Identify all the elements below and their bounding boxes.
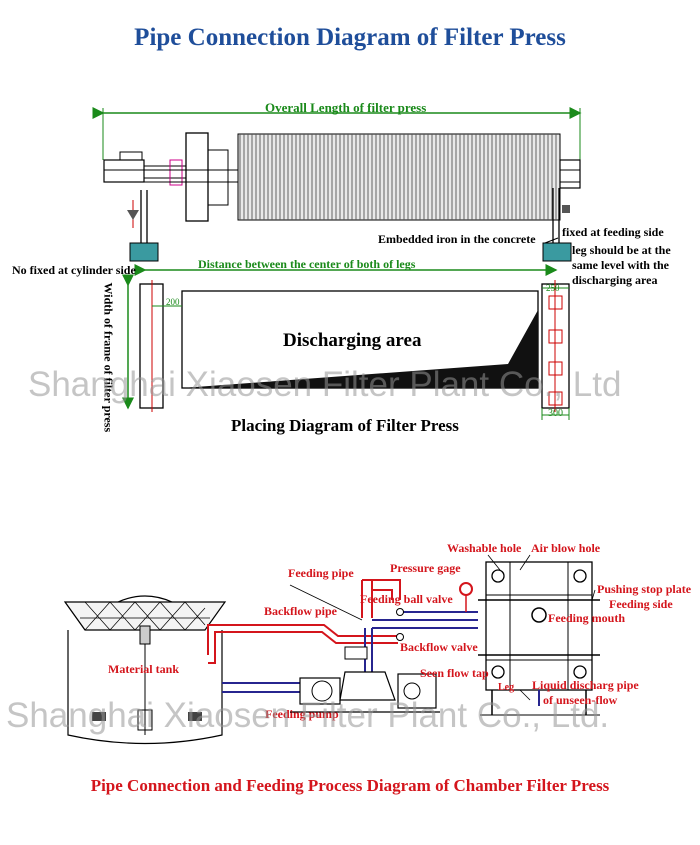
embedded-iron-label: Embedded iron in the concrete bbox=[378, 232, 536, 246]
placing-plan-view bbox=[122, 274, 570, 420]
liquid-discharge-label-1: Liquid discharg pipe bbox=[532, 678, 639, 692]
discharge-slope bbox=[182, 310, 538, 388]
filter-press-side-view bbox=[92, 107, 582, 276]
watermark-top: Shanghai Xiaosen Filter Plant Co., Ltd bbox=[28, 365, 622, 404]
leg-level-label-2: same level with the bbox=[572, 258, 669, 272]
dim-200-label: 200 bbox=[166, 297, 180, 307]
feeding-pump-drawing bbox=[290, 671, 440, 713]
leg-level-label-1: leg should be at the bbox=[572, 243, 671, 257]
feeding-leg-foot bbox=[542, 242, 572, 262]
seen-flow-tap-label: Seen flow tap bbox=[420, 666, 489, 680]
tail-plate bbox=[559, 159, 581, 189]
washable-hole-label: Washable hole bbox=[447, 541, 522, 555]
feeding-side-label: Feeding side bbox=[609, 597, 673, 611]
bottom-diagram-title: Pipe Connection and Feeding Process Diag… bbox=[90, 776, 610, 795]
liquid-discharge-label-2: of unseen-flow bbox=[543, 693, 618, 707]
filter-press-front-view bbox=[478, 561, 600, 716]
feeding-mouth-label: Feeding mouth bbox=[548, 611, 626, 625]
material-tank-label: Material tank bbox=[108, 662, 179, 676]
feeding-pipe-line bbox=[361, 580, 373, 618]
no-fixed-cylinder-label: No fixed at cylinder side bbox=[12, 263, 136, 277]
cylinder-leg-foot bbox=[129, 242, 159, 262]
hydraulic-cylinder bbox=[103, 159, 145, 183]
pressure-gage-symbol bbox=[459, 582, 473, 596]
feeding-ball-valve-label: Feeding ball valve bbox=[360, 592, 453, 606]
feeding-pump-label: Feeding pump bbox=[265, 707, 339, 721]
leg-label: Leg bbox=[498, 682, 515, 693]
seen-flow-tap-symbol bbox=[344, 646, 368, 660]
watermark-bottom: Shanghai Xiaosen Filter Plant Co., Ltd. bbox=[6, 696, 610, 735]
discharging-area-label: Discharging area bbox=[283, 330, 422, 351]
dim-250-label: 250 bbox=[546, 283, 560, 293]
distance-legs-label: Distance between the center of both of l… bbox=[198, 257, 416, 271]
page-title: Pipe Connection Diagram of Filter Press bbox=[134, 24, 566, 51]
feeding-pipe-label: Feeding pipe bbox=[288, 566, 354, 580]
placing-diagram-title: Placing Diagram of Filter Press bbox=[231, 416, 459, 435]
pressure-gage-label: Pressure gage bbox=[390, 561, 461, 575]
overall-length-label: Overall Length of filter press bbox=[265, 100, 427, 115]
backflow-pipe-line bbox=[207, 624, 398, 655]
air-blow-hole-label: Air blow hole bbox=[531, 541, 601, 555]
material-tank-drawing bbox=[63, 595, 227, 745]
feeding-mouth-symbol bbox=[531, 607, 547, 623]
head-plate bbox=[185, 132, 209, 222]
fixed-feeding-side-label: fixed at feeding side bbox=[562, 225, 664, 239]
dim-300-label: 300 bbox=[548, 408, 563, 419]
leg-level-label-3: discharging area bbox=[572, 273, 658, 287]
backflow-valve-symbol bbox=[396, 633, 404, 641]
backflow-pipe-label: Backflow pipe bbox=[264, 604, 338, 618]
plate-pack-plates bbox=[239, 134, 557, 220]
feeding-process-diagram bbox=[63, 554, 600, 745]
pushing-stop-plate-label: Pushing stop plate bbox=[597, 582, 692, 596]
feeding-ball-valve-symbol bbox=[396, 608, 404, 616]
backflow-valve-label: Backflow valve bbox=[400, 640, 478, 654]
